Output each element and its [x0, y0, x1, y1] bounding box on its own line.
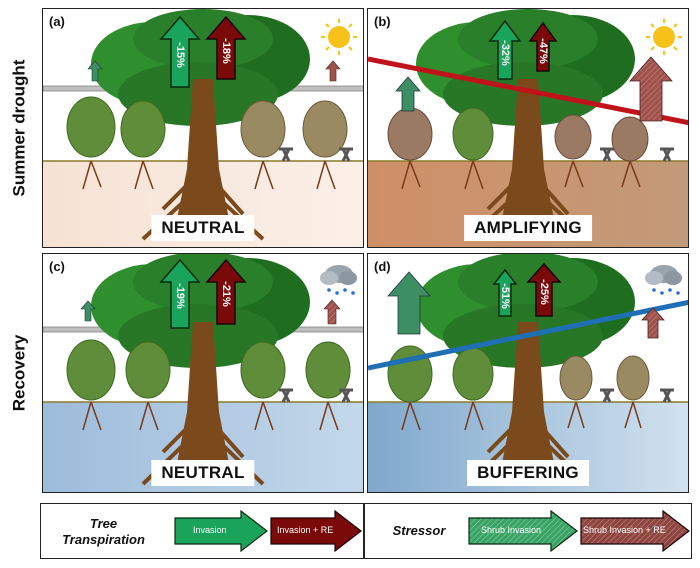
sun-icon	[321, 19, 357, 55]
shrub-invasion-arrow	[87, 60, 103, 82]
panel-d: (d) -51% -25% BUFFERING	[367, 253, 689, 493]
panel-a-label: (a)	[49, 14, 65, 29]
legend-invasion-label: Invasion	[193, 525, 227, 535]
invasion-arrow	[492, 268, 518, 317]
panel-b-invasion-re-value: -47%	[537, 38, 549, 64]
panel-c: (c) -19% -21% NEUTRAL	[42, 253, 364, 493]
panel-a-invasion-re-value: -18%	[220, 38, 232, 64]
panel-d-invasion-re-value: -25%	[538, 279, 550, 305]
legend-shrub-invasion-re-label: Shrub Invasion + RE	[583, 525, 666, 535]
invasion-re-arrow	[526, 262, 562, 317]
invasion-re-arrow	[205, 258, 247, 325]
legend-invasion-re-label: Invasion + RE	[277, 525, 334, 535]
legend: Tree Transpiration Invasion Invasion + R…	[40, 503, 692, 559]
shrub-invasion-arrow	[387, 271, 431, 335]
rain-exclusion-shelters	[600, 147, 674, 162]
row-label-recovery: Recovery	[0, 253, 38, 493]
shrub-invasion-re-arrow	[629, 56, 673, 122]
shrub-invasion-re-arrow	[641, 307, 665, 339]
panel-a: (a) -15% -18% NEUTRAL	[42, 8, 364, 248]
row-label-summer-drought-text: Summer drought	[9, 59, 29, 197]
sun-icon	[646, 19, 682, 55]
panel-a-effect: NEUTRAL	[151, 215, 255, 241]
panel-a-invasion-value: -15%	[174, 42, 186, 68]
shrub-invasion-re-arrow	[325, 60, 341, 82]
legend-shrub-invasion-label: Shrub Invasion	[481, 525, 542, 535]
panel-c-effect: NEUTRAL	[151, 460, 255, 486]
panel-c-invasion-value: -19%	[174, 283, 186, 309]
legend-divider	[363, 504, 365, 558]
invasion-re-arrow	[528, 21, 558, 72]
panel-b-invasion-value: -32%	[499, 40, 511, 66]
invasion-arrow	[488, 19, 522, 80]
panel-d-effect: BUFFERING	[467, 460, 589, 486]
panel-b-effect: AMPLIFYING	[464, 215, 592, 241]
rain-exclusion-shelters	[279, 388, 353, 403]
panel-a-illustration	[43, 9, 363, 247]
panel-d-invasion-value: -51%	[499, 283, 511, 309]
shrub-invasion-re-arrow	[323, 299, 341, 325]
buffering-line	[368, 299, 688, 371]
legend-stressor-title: Stressor	[392, 523, 446, 538]
legend-shrub-invasion-re-arrow	[580, 510, 690, 552]
panel-b-label: (b)	[374, 14, 391, 29]
panel-c-illustration	[43, 254, 363, 492]
rain-cloud-icon	[645, 265, 682, 295]
shrub-invasion-arrow	[395, 76, 421, 112]
legend-invasion-re-arrow	[270, 510, 362, 552]
legend-shrub-invasion-arrow	[468, 510, 578, 552]
panel-d-label: (d)	[374, 259, 391, 274]
legend-tree-transpiration-title: Tree Transpiration	[62, 516, 145, 547]
amplifying-line	[368, 56, 688, 126]
invasion-arrow	[159, 15, 201, 88]
panel-d-illustration	[368, 254, 688, 492]
panel-b: (b) -32% -47% AMPLIFYING	[367, 8, 689, 248]
row-label-recovery-text: Recovery	[9, 334, 28, 412]
row-label-summer-drought: Summer drought	[0, 8, 38, 248]
legend-invasion-arrow	[174, 510, 268, 552]
invasion-arrow	[159, 258, 201, 329]
shrubs	[66, 96, 166, 158]
rain-cloud-icon	[320, 265, 357, 295]
invasion-re-arrow	[205, 15, 247, 80]
rain-exclusion-shelters	[600, 388, 674, 403]
panel-b-illustration	[368, 9, 688, 247]
panel-c-invasion-re-value: -21%	[220, 281, 232, 307]
panel-c-label: (c)	[49, 259, 65, 274]
shrub-invasion-arrow	[80, 300, 96, 322]
rain-exclusion-shelters	[279, 147, 353, 162]
